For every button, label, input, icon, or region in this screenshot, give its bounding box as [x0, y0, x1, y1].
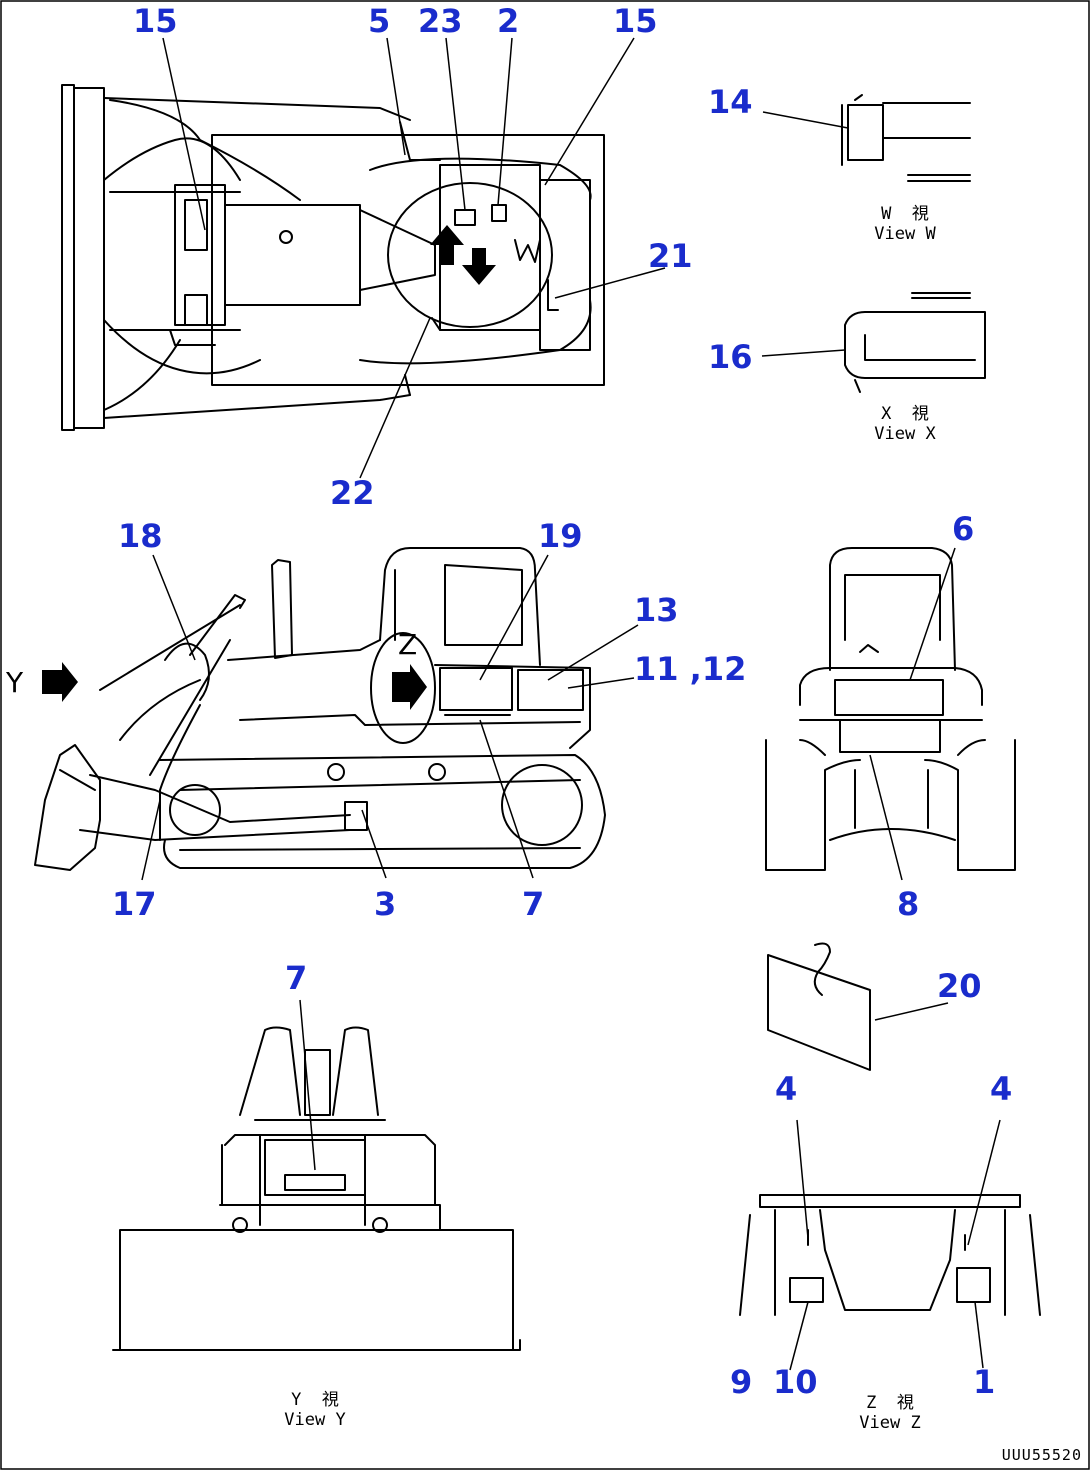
view-x-caption: X 視 View X — [874, 404, 936, 445]
callout-1: 1 — [973, 1363, 996, 1401]
leader-lines-top — [162, 37, 666, 479]
callout-22: 22 — [330, 474, 375, 512]
callout-18: 18 — [118, 517, 163, 555]
callout-17: 17 — [112, 885, 157, 923]
arrow-up-icon — [430, 225, 464, 265]
callout-23: 23 — [418, 2, 463, 40]
callout-5: 5 — [368, 2, 391, 40]
leader-16 — [761, 349, 846, 357]
view-z-marker: Z — [398, 628, 418, 661]
tag-drawing — [767, 942, 871, 1071]
callout-15: 15 — [133, 2, 178, 40]
view-x-drawing — [844, 292, 986, 393]
callout-4: 4 — [990, 1070, 1013, 1108]
rear-view-drawing — [765, 547, 1016, 871]
callout-16: 16 — [708, 338, 753, 376]
callout-3: 3 — [374, 885, 397, 923]
callout-7: 7 — [285, 959, 308, 997]
callout-7: 7 — [522, 885, 545, 923]
view-y-drawing — [112, 1026, 521, 1351]
arrow-y-icon — [42, 662, 78, 702]
callout-13: 13 — [634, 591, 679, 629]
callout-6: 6 — [952, 510, 975, 548]
leader-lines-z — [789, 1119, 1001, 1371]
view-z-caption: Z 視 View Z — [859, 1393, 921, 1434]
callout-20: 20 — [937, 967, 982, 1005]
callout-2: 2 — [497, 2, 520, 40]
view-w-drawing — [841, 94, 971, 182]
leader-14 — [762, 111, 849, 129]
view-y-caption: Y 視 View Y — [284, 1390, 346, 1431]
leader-20 — [874, 1002, 949, 1021]
callout-10: 10 — [773, 1363, 818, 1401]
callout-21: 21 — [648, 237, 693, 275]
leader-lines-side — [141, 554, 639, 881]
callout-9: 9 — [730, 1363, 753, 1401]
view-w-caption: W 視 View W — [874, 204, 936, 245]
leader-lines-rear — [869, 547, 956, 881]
top-view-drawing — [61, 84, 605, 431]
arrow-down-icon — [462, 248, 496, 285]
callout-14: 14 — [708, 83, 753, 121]
view-z-drawing — [739, 1194, 1041, 1316]
drawing-code: UUU55520 — [1001, 1446, 1082, 1464]
arrow-right-icon — [392, 664, 427, 710]
side-view-drawing — [34, 547, 606, 871]
callout-8: 8 — [897, 885, 920, 923]
callout-4: 4 — [775, 1070, 798, 1108]
callout-19: 19 — [538, 517, 583, 555]
view-y-marker: Y — [6, 666, 24, 699]
leader-7b — [299, 999, 316, 1171]
callout-15: 15 — [613, 2, 658, 40]
callout-11-12: 11 ,12 — [634, 650, 747, 688]
